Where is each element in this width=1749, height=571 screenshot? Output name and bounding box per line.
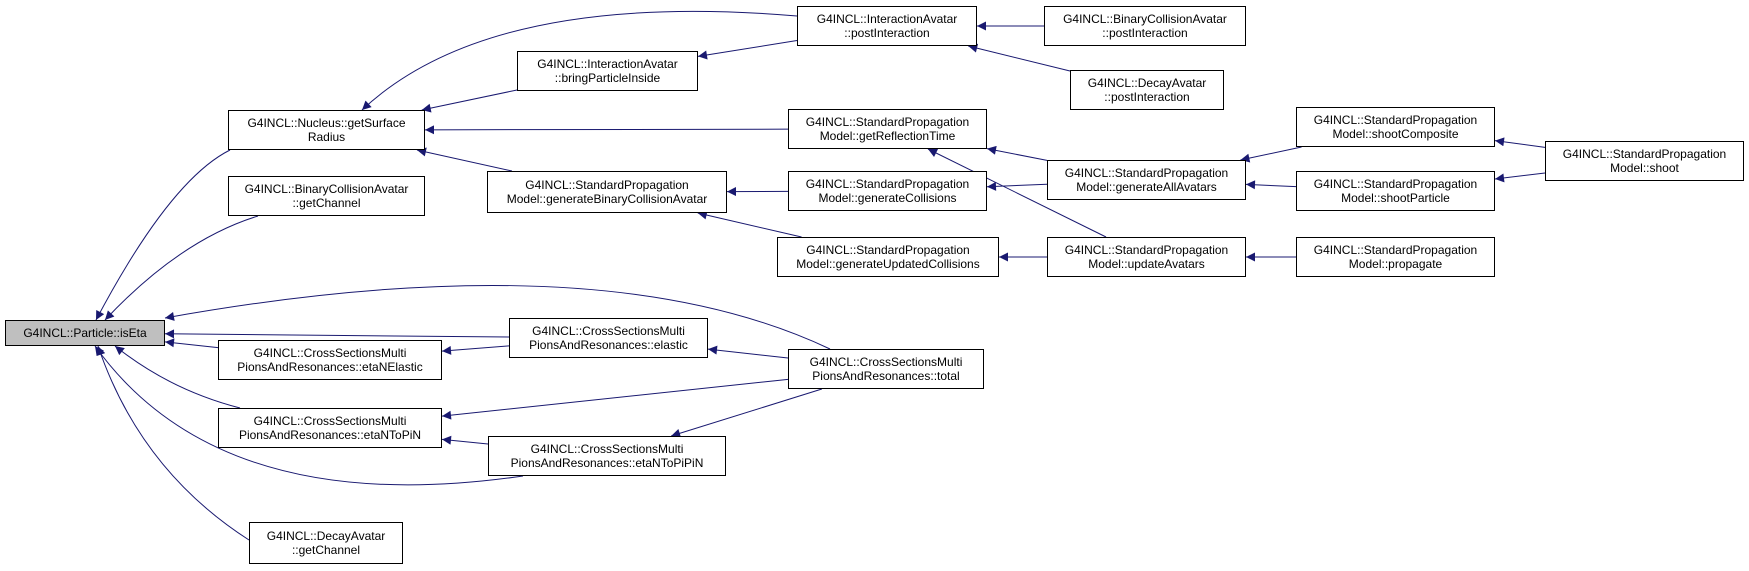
node-label: G4INCL::DecayAvatar	[1087, 76, 1207, 90]
node-crosssections-etantopin[interactable]: G4INCL::CrossSectionsMulti PionsAndReson…	[218, 408, 442, 448]
edge-total-to-elastic	[707, 345, 789, 359]
node-label: G4INCL::StandardPropagation	[1562, 147, 1727, 161]
edge-iaBring-to-nucSurf	[421, 89, 518, 113]
node-standardpropagation-generatebinarycollisionavatar[interactable]: G4INCL::StandardPropagation Model::gener…	[487, 171, 727, 213]
node-label: G4INCL::StandardPropagation	[1313, 177, 1478, 191]
node-label: G4INCL::BinaryCollisionAvatar	[244, 182, 409, 196]
edge-genAll-to-genColl	[986, 181, 1048, 191]
node-crosssections-etanelastic[interactable]: G4INCL::CrossSectionsMulti PionsAndReson…	[218, 340, 442, 380]
node-label: Model::generateAllAvatars	[1076, 180, 1217, 194]
node-label: G4INCL::Particle::isEta	[23, 326, 147, 340]
node-label: G4INCL::BinaryCollisionAvatar	[1063, 12, 1227, 26]
node-standardpropagation-generateallavatars[interactable]: G4INCL::StandardPropagation Model::gener…	[1047, 160, 1246, 200]
edge-daPost-to-iaPost	[968, 43, 1071, 72]
node-label: Model::getReflectionTime	[819, 129, 956, 143]
node-decayavatar-postinteraction[interactable]: G4INCL::DecayAvatar ::postInteraction	[1070, 70, 1224, 110]
edge-genBCA-to-nucSurf	[416, 147, 513, 172]
node-standardpropagation-getreflectiontime[interactable]: G4INCL::StandardPropagation Model::getRe…	[788, 109, 987, 149]
node-particle-iseta: G4INCL::Particle::isEta	[5, 320, 165, 346]
edge-nucSurf-to-root	[95, 149, 231, 321]
edge-shootPart-to-genAll	[1245, 180, 1297, 190]
node-interactionavatar-bringparticleinside[interactable]: G4INCL::InteractionAvatar ::bringParticl…	[517, 51, 698, 91]
edge-bcaGetCh-to-root	[104, 215, 259, 321]
node-label: G4INCL::StandardPropagation	[806, 243, 970, 257]
node-label: Model::generateBinaryCollisionAvatar	[506, 192, 708, 206]
edge-genAll-to-getRefl	[986, 145, 1048, 161]
node-label: G4INCL::CrossSectionsMulti	[253, 414, 407, 428]
node-label: G4INCL::DecayAvatar	[266, 529, 386, 543]
edge-genUpd-to-genBCA	[697, 210, 802, 238]
edge-shootComp-to-genAll	[1240, 146, 1302, 163]
node-label: ::postInteraction	[1104, 90, 1190, 104]
node-label: G4INCL::CrossSectionsMulti	[530, 442, 684, 456]
node-label: G4INCL::StandardPropagation	[1064, 166, 1229, 180]
node-label: ::postInteraction	[844, 26, 930, 40]
node-label: G4INCL::Nucleus::getSurface	[247, 116, 406, 130]
edge-updAv-to-getRefl	[927, 148, 1107, 238]
node-binarycollisionavatar-getchannel[interactable]: G4INCL::BinaryCollisionAvatar ::getChann…	[228, 176, 425, 216]
node-label: G4INCL::CrossSectionsMulti	[532, 324, 685, 338]
node-nucleus-getsurfaceradius[interactable]: G4INCL::Nucleus::getSurface Radius	[228, 110, 425, 150]
node-label: G4INCL::StandardPropagation	[1064, 243, 1229, 257]
node-label: PionsAndResonances::etaNToPiN	[238, 428, 422, 442]
node-standardpropagation-shoot[interactable]: G4INCL::StandardPropagation Model::shoot	[1545, 141, 1744, 181]
node-decayavatar-getchannel[interactable]: G4INCL::DecayAvatar ::getChannel	[249, 522, 403, 564]
edge-elastic-to-etaNEl	[441, 345, 510, 355]
node-label: G4INCL::CrossSectionsMulti	[253, 346, 407, 360]
edge-elastic-to-root	[164, 329, 510, 339]
node-label: G4INCL::CrossSectionsMulti	[809, 355, 963, 369]
node-standardpropagation-updateavatars[interactable]: G4INCL::StandardPropagation Model::updat…	[1047, 237, 1246, 277]
node-label: PionsAndResonances::total	[812, 369, 960, 383]
node-label: Model::shootParticle	[1341, 191, 1450, 205]
edge-total-to-root	[164, 284, 831, 350]
edge-shoot-to-shootComp	[1494, 137, 1546, 148]
edge-etaNToPiN-to-root	[114, 345, 241, 409]
node-standardpropagation-generatecollisions[interactable]: G4INCL::StandardPropagation Model::gener…	[788, 171, 987, 211]
node-interactionavatar-postinteraction[interactable]: G4INCL::InteractionAvatar ::postInteract…	[797, 6, 977, 46]
node-label: Radius	[307, 130, 346, 144]
node-label: G4INCL::StandardPropagation	[805, 115, 970, 129]
node-label: Model::updateAvatars	[1088, 257, 1205, 271]
node-label: Model::generateUpdatedCollisions	[796, 257, 980, 271]
node-standardpropagation-shootcomposite[interactable]: G4INCL::StandardPropagation Model::shoot…	[1296, 107, 1495, 147]
edge-total-to-etaNToPiN	[441, 378, 789, 420]
node-crosssections-total[interactable]: G4INCL::CrossSectionsMulti PionsAndReson…	[788, 349, 984, 389]
node-standardpropagation-shootparticle[interactable]: G4INCL::StandardPropagation Model::shoot…	[1296, 171, 1495, 211]
node-binarycollisionavatar-postinteraction[interactable]: G4INCL::BinaryCollisionAvatar ::postInte…	[1044, 6, 1246, 46]
edge-etaNToPiPiN-to-root	[94, 345, 524, 486]
node-label: Model::shoot	[1610, 161, 1679, 175]
edge-total-to-etaNToPiPiN	[670, 388, 823, 438]
edge-etaNToPiPiN-to-etaNToPiN	[441, 435, 489, 445]
node-label: ::getChannel	[291, 543, 361, 557]
edge-iaPost-to-iaBring	[697, 39, 798, 60]
node-label: G4INCL::StandardPropagation	[805, 177, 970, 191]
node-label: G4INCL::StandardPropagation	[1313, 113, 1478, 127]
node-label: G4INCL::InteractionAvatar	[816, 12, 958, 26]
edge-iaPost-to-nucSurf	[361, 10, 798, 111]
edge-getRefl-to-nucSurf	[424, 125, 789, 135]
node-standardpropagation-generateupdatedcollisions[interactable]: G4INCL::StandardPropagation Model::gener…	[777, 237, 999, 277]
node-crosssections-elastic[interactable]: G4INCL::CrossSectionsMulti PionsAndReson…	[509, 318, 708, 358]
node-label: Model::generateCollisions	[818, 191, 957, 205]
edge-etaNEl-to-root	[164, 338, 219, 349]
node-label: PionsAndResonances::elastic	[529, 338, 688, 352]
edge-daGetCh-to-root	[96, 345, 250, 541]
node-crosssections-etantopipin[interactable]: G4INCL::CrossSectionsMulti PionsAndReson…	[488, 436, 726, 476]
edge-shoot-to-shootPart	[1494, 172, 1546, 183]
node-label: ::bringParticleInside	[554, 71, 661, 85]
node-standardpropagation-propagate[interactable]: G4INCL::StandardPropagation Model::propa…	[1296, 237, 1495, 277]
node-label: G4INCL::InteractionAvatar	[537, 57, 678, 71]
node-label: PionsAndResonances::etaNToPiPiN	[510, 456, 704, 470]
node-label: Model::propagate	[1348, 257, 1443, 271]
node-label: G4INCL::StandardPropagation	[525, 178, 689, 192]
node-label: G4INCL::StandardPropagation	[1313, 243, 1478, 257]
node-label: Model::shootComposite	[1332, 127, 1459, 141]
node-label: PionsAndResonances::etaNElastic	[237, 360, 423, 374]
node-label: ::postInteraction	[1102, 26, 1188, 40]
node-label: ::getChannel	[292, 196, 361, 210]
